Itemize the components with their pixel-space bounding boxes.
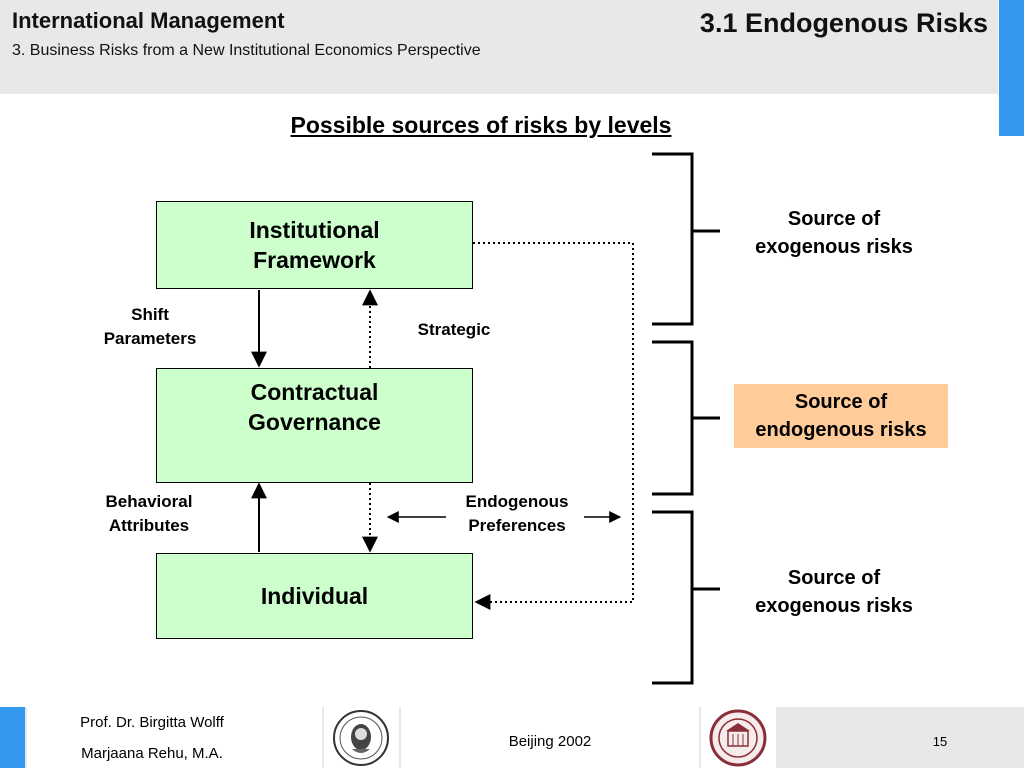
chapter-subtitle: 3. Business Risks from a New Institution… [12, 42, 481, 59]
footer-seal-left-cell [324, 707, 399, 768]
footer-event-cell [401, 707, 699, 768]
bracket-top [652, 152, 720, 326]
slide-heading: 3.1 Endogenous Risks [699, 8, 988, 38]
course-title: International Management [12, 8, 285, 33]
contractual-governance-box: Contractual Governance [156, 368, 473, 483]
diagram-title: Possible sources of risks by levels [290, 112, 672, 138]
header-band [0, 0, 998, 94]
source-exogenous-top: Source of exogenous risks [755, 208, 913, 258]
university-seal-left-icon [333, 710, 389, 766]
event-location: Beijing 2002 [508, 733, 592, 750]
individual-box: Individual [156, 553, 473, 639]
institutional-framework-box: Institutional Framework [156, 201, 473, 289]
page-number: 15 [932, 734, 948, 749]
accent-bar-bottom [0, 707, 25, 768]
author-1: Prof. Dr. Birgitta Wolff [80, 714, 224, 731]
footer-seal-right-cell [701, 707, 776, 768]
strategic-label: Strategic [417, 320, 491, 339]
footer-authors-cell [27, 707, 322, 768]
university-seal-right-icon [709, 709, 767, 767]
source-exogenous-bottom: Source of exogenous risks [755, 567, 913, 617]
bracket-bottom [652, 510, 720, 685]
shift-parameters-label: Shift Parameters [103, 305, 197, 348]
endogenous-preferences-label: Endogenous Preferences [465, 492, 569, 535]
accent-bar-top [999, 0, 1024, 136]
behavioral-attributes-label: Behavioral Attributes [105, 492, 193, 535]
source-endogenous-label: Source of endogenous risks [755, 391, 927, 441]
source-endogenous-box: Source of endogenous risks [734, 384, 948, 448]
exogenous-link-dotted [473, 242, 634, 610]
bracket-middle [652, 340, 720, 496]
author-2: Marjaana Rehu, M.A. [81, 745, 223, 762]
